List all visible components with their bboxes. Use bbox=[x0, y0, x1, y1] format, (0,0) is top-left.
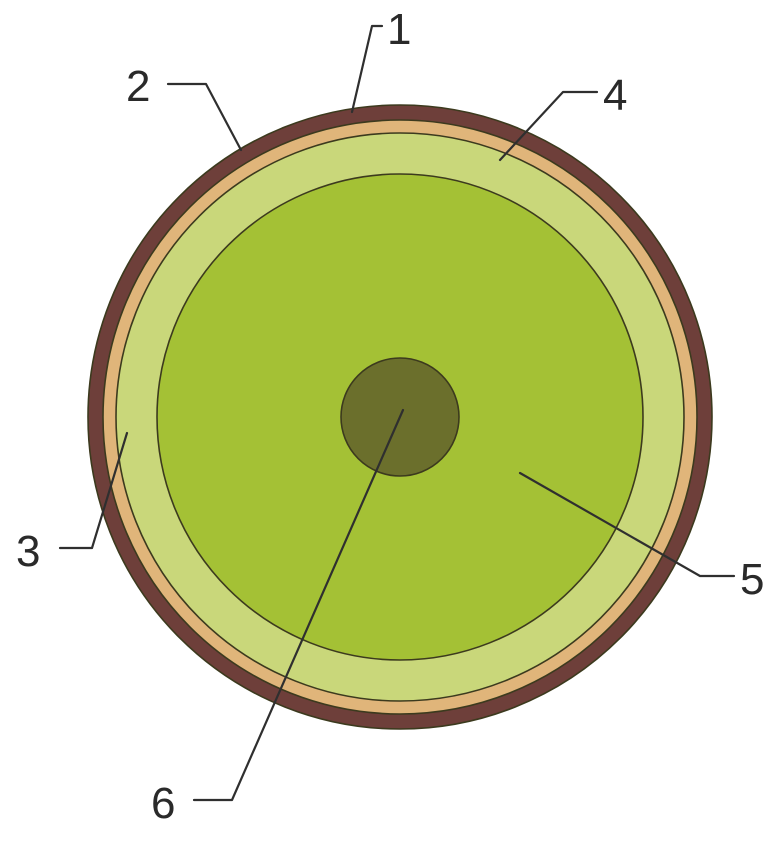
label-3: 3 bbox=[16, 527, 40, 576]
leader-line-1 bbox=[352, 26, 382, 112]
label-4: 4 bbox=[603, 71, 627, 120]
label-5: 5 bbox=[740, 555, 764, 604]
label-1: 1 bbox=[387, 5, 411, 54]
label-6: 6 bbox=[151, 779, 175, 828]
label-2: 2 bbox=[126, 62, 150, 111]
leader-line-2 bbox=[168, 84, 241, 150]
